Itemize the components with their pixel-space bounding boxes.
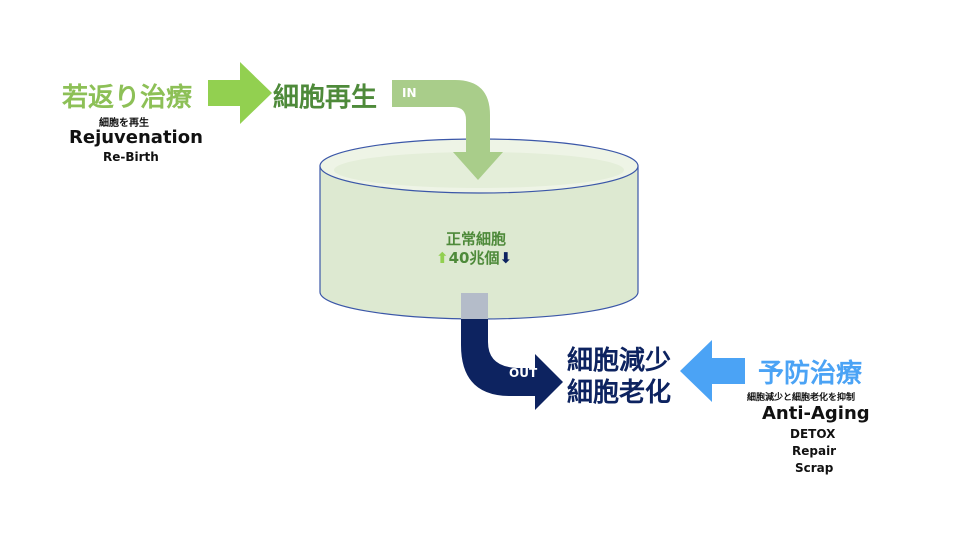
decline-line1: 細胞減少 [567, 346, 672, 376]
out-label: OUT [509, 366, 538, 380]
tank-count: 40兆個 [448, 249, 500, 267]
in-label: IN [402, 86, 417, 100]
anti-aging-label: Anti-Aging [762, 403, 870, 424]
in-pipe [392, 80, 503, 180]
decline-line2: 細胞老化 [567, 378, 672, 408]
blue-left-arrow [680, 340, 745, 402]
rejuvenation-english: Rejuvenation [69, 127, 203, 148]
up-arrow-icon: ⬆ [436, 249, 449, 267]
rejuvenation-title: 若返り治療 [62, 83, 193, 113]
rejuvenation-english-sub: Re-Birth [103, 150, 159, 164]
item-repair: Repair [792, 444, 837, 458]
tank-label: 正常細胞 [446, 230, 507, 248]
cell-regeneration-label: 細胞再生 [273, 83, 378, 113]
rejuvenation-subtitle: 細胞を再生 [99, 118, 149, 129]
prevention-title: 予防治療 [758, 359, 863, 389]
item-scrap: Scrap [795, 461, 834, 475]
tank-count-row: ⬆40兆個⬇ [436, 247, 512, 268]
out-pipe-upper [461, 293, 488, 319]
green-right-arrow [208, 62, 272, 124]
out-pipe-lower [461, 318, 563, 410]
item-detox: DETOX [790, 427, 836, 441]
down-arrow-icon: ⬇ [499, 249, 513, 267]
prevention-subtitle: 細胞減少と細胞老化を抑制 [747, 393, 856, 403]
